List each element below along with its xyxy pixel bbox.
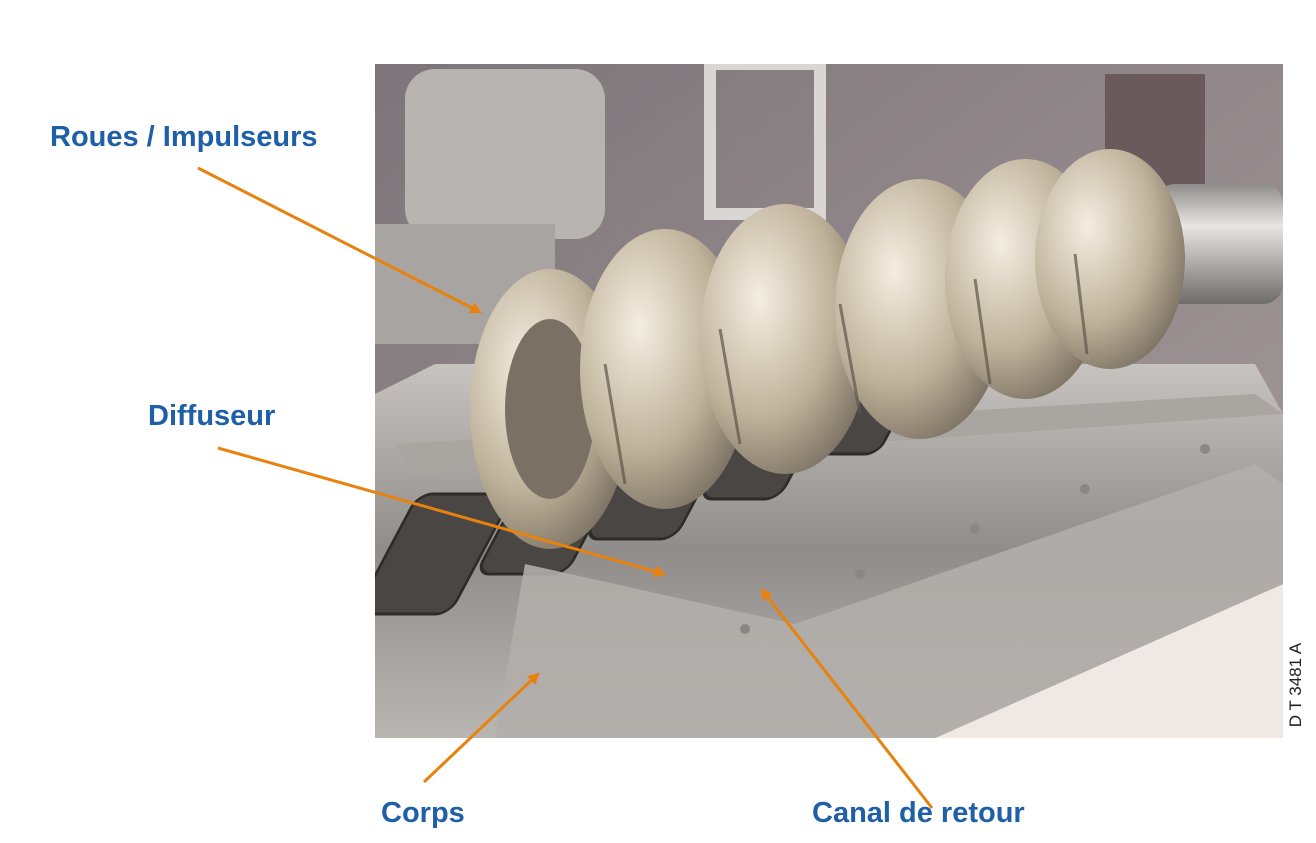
figure-reference-code: D T 3481 A	[1286, 642, 1305, 728]
compressor-photo	[375, 64, 1283, 738]
label-canal-de-retour: Canal de retour	[812, 797, 1025, 829]
label-roues-impulseurs: Roues / Impulseurs	[50, 121, 318, 153]
label-diffuseur: Diffuseur	[148, 400, 276, 432]
label-corps: Corps	[381, 797, 465, 829]
